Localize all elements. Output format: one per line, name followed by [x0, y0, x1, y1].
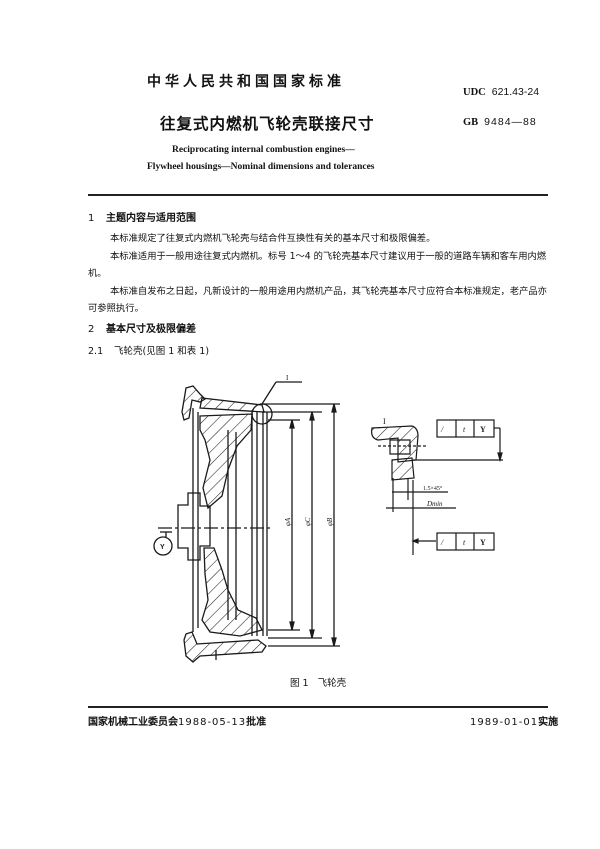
gb-label: GB	[463, 117, 479, 128]
svg-text:1.5×45°: 1.5×45°	[423, 485, 443, 492]
svg-text:t: t	[463, 538, 466, 547]
figure-caption: 图 1 飞轮壳	[290, 675, 346, 689]
effective-info: 1989-01-01实施	[470, 713, 558, 728]
udc-value: 621.43-24	[491, 86, 540, 98]
effective-date: 1989-01-01	[470, 717, 539, 728]
udc-code: UDC 621.43-24	[463, 86, 539, 98]
approval-label: 批准	[246, 717, 267, 728]
section-1-paragraph-2: 本标准适用于一般用途往复式内燃机。标号 1～4 的飞轮壳基本尺寸建议用于一般的道…	[88, 251, 547, 279]
approval-info: 国家机械工业委员会1988-05-13批准	[88, 713, 266, 728]
section-1-paragraph-3: 本标准自发布之日起，凡新设计的一般用途用内燃机产品，其飞轮壳基本尺寸应符合本标准…	[88, 286, 547, 314]
svg-text:φC: φC	[304, 517, 312, 526]
approval-date: 1988-05-13	[178, 717, 247, 728]
gb-code: GB 9484—88	[463, 116, 537, 128]
document-title-en-line1: Reciprocating internal combustion engine…	[172, 145, 355, 155]
document-title-en-line2: Flywheel housings—Nominal dimensions and…	[147, 162, 375, 172]
gb-value: 9484—88	[484, 116, 537, 128]
section-1-paragraph-1: 本标准规定了往复式内燃机飞轮壳与结合件互换性有关的基本尺寸和极限偏差。	[110, 233, 436, 244]
udc-label: UDC	[463, 87, 486, 98]
svg-text:φB: φB	[326, 517, 334, 526]
svg-text:Y: Y	[160, 544, 165, 551]
svg-text:t: t	[463, 425, 466, 434]
national-standard-heading: 中华人民共和国国家标准	[147, 74, 345, 90]
svg-text:φA: φA	[284, 517, 292, 526]
document-title-cn: 往复式内燃机飞轮壳联接尺寸	[160, 115, 375, 133]
effective-label: 实施	[538, 717, 559, 728]
svg-text:I: I	[383, 417, 386, 426]
figure-title: 飞轮壳	[317, 678, 347, 689]
svg-text:I: I	[286, 374, 289, 382]
svg-text:/: /	[440, 538, 444, 547]
header-divider	[88, 194, 548, 196]
footer-divider	[88, 706, 548, 708]
approver: 国家机械工业委员会	[88, 717, 178, 728]
svg-text:/: /	[440, 425, 444, 434]
svg-text:Y: Y	[480, 538, 486, 547]
svg-text:Y: Y	[480, 425, 486, 434]
figure-number: 图 1	[290, 678, 309, 689]
svg-text:Dmin: Dmin	[426, 500, 443, 508]
